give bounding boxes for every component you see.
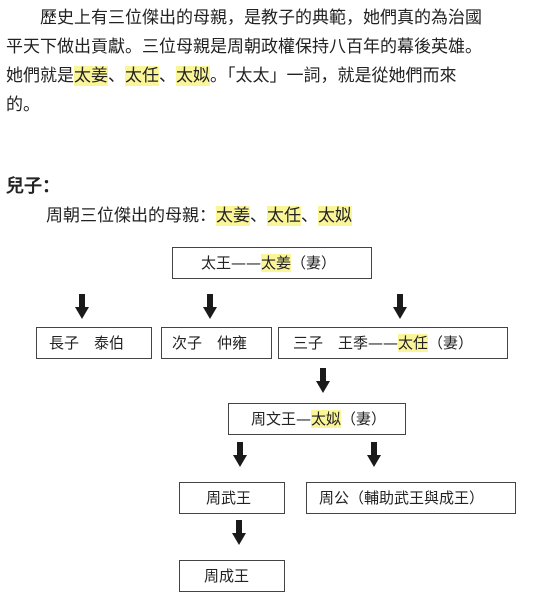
highlight-tai-si: 太姒 xyxy=(176,66,210,86)
node-name: 三子 王季—— xyxy=(293,334,399,352)
node-wife-highlight: 太姒 xyxy=(311,410,342,428)
node-text: 三子 王季——太任（妻） xyxy=(279,334,473,352)
node-name: 周文王— xyxy=(251,410,312,428)
separator: 、 xyxy=(301,206,318,226)
node-wife-highlight: 太姜 xyxy=(261,254,292,272)
node-zhou-gong: 周公（輔助武王與成王） xyxy=(306,482,516,514)
node-cheng-wang: 周成王 xyxy=(179,560,285,592)
arrow-down-icon xyxy=(393,294,407,322)
node-zhong-yong: 次子 仲雍 xyxy=(161,327,272,359)
node-text: 周文王—太姒（妻） xyxy=(229,410,386,428)
node-label: 次子 仲雍 xyxy=(172,334,248,352)
node-text: 太王——太姜（妻） xyxy=(173,254,336,272)
node-wen-wang: 周文王—太姒（妻） xyxy=(228,403,406,435)
intro-paragraph: 歷史上有三位傑出的母親，是教子的典範，她們真的為治國 平天下做出貢獻。三位母親是… xyxy=(6,4,538,120)
node-suffix: （妻） xyxy=(428,334,474,352)
arrow-down-icon xyxy=(367,442,381,470)
highlight-tai-jiang: 太姜 xyxy=(74,66,108,86)
arrow-down-icon xyxy=(233,442,247,470)
arrow-down-icon xyxy=(203,294,217,322)
section-subline: 周朝三位傑出的母親：太姜、太任、太姒 xyxy=(46,201,352,226)
separator: 、 xyxy=(159,66,176,86)
intro-line-3-start: 她們就是 xyxy=(6,66,74,86)
section-heading: 兒子： xyxy=(6,176,60,197)
intro-line-1: 歷史上有三位傑出的母親，是教子的典範，她們真的為治國 xyxy=(6,8,482,28)
node-suffix: （妻） xyxy=(341,410,387,428)
intro-line-3-end: 。「太太」一詞，就是從她們而來 xyxy=(210,66,457,86)
separator: 、 xyxy=(108,66,125,86)
arrow-down-icon xyxy=(232,520,246,548)
separator: 、 xyxy=(250,206,267,226)
arrow-down-icon xyxy=(316,368,330,396)
node-tai-bo: 長子 泰伯 xyxy=(36,327,152,359)
intro-line-3: 她們就是太姜、太任、太姒。「太太」一詞，就是從她們而來 xyxy=(6,62,538,91)
node-tai-wang: 太王——太姜（妻） xyxy=(172,247,372,279)
node-suffix: （妻） xyxy=(291,254,337,272)
highlight-tai-jiang: 太姜 xyxy=(216,206,250,226)
node-label: 周武王 xyxy=(206,489,252,507)
node-wu-wang: 周武王 xyxy=(179,482,285,514)
highlight-tai-si: 太姒 xyxy=(318,206,352,226)
arrow-down-icon xyxy=(75,294,89,322)
subline-prefix: 周朝三位傑出的母親： xyxy=(46,206,216,226)
highlight-tai-ren: 太任 xyxy=(267,206,301,226)
node-label: 周公（輔助武王與成王） xyxy=(319,489,485,507)
intro-line-2: 平天下做出貢獻。三位母親是周朝政權保持八百年的幕後英雄。 xyxy=(6,37,482,57)
node-ji-li: 三子 王季——太任（妻） xyxy=(278,327,508,359)
node-wife-highlight: 太任 xyxy=(398,334,429,352)
highlight-tai-ren: 太任 xyxy=(125,66,159,86)
node-label: 周成王 xyxy=(204,567,250,585)
node-label: 長子 泰伯 xyxy=(49,334,125,352)
node-name: 太王—— xyxy=(201,254,262,272)
intro-line-4: 的。 xyxy=(6,95,40,115)
